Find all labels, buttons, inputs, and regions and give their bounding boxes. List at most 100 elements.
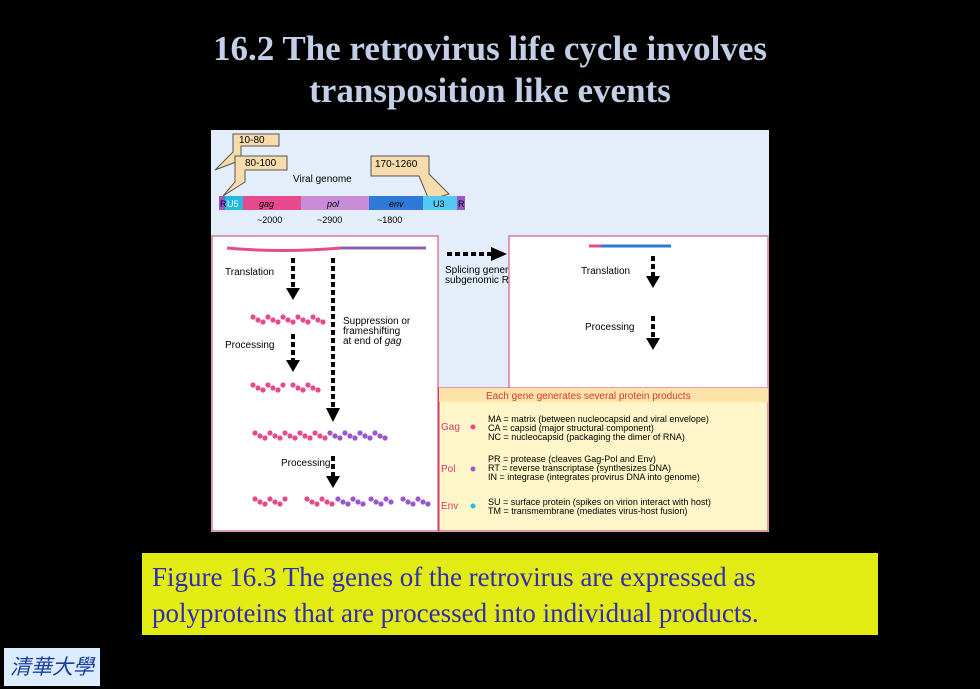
gag-pol-polyprotein-bead [327,430,333,436]
segment-u5 [225,196,243,210]
genome-gag-label: gag [259,199,274,209]
gag-product-bead [314,501,320,507]
left-arrow-processing-2 [326,476,340,488]
suppression-line-3: at end of gag [343,336,402,347]
genome-r-right-label: R [458,199,465,209]
gag-pol-polyprotein-bead [362,433,368,439]
gag-polyprotein-bead [290,319,296,325]
gag-pol-polyprotein-bead [277,435,283,441]
gag-product-bead [272,499,278,505]
suppression-line-2: frameshifting [343,326,400,337]
gag-pol-polyprotein-bead [322,435,328,441]
gag-product-bead [282,496,288,502]
gag-product-bead [252,496,258,502]
gag-product-bead [329,501,335,507]
right-panel [508,235,769,389]
legend-pol-line-1: PR = protease (cleaves Gag-Pol and Env) [488,454,656,464]
figure-caption: Figure 16.3 The genes of the retrovirus … [142,553,878,635]
legend-env-dot [470,503,476,509]
left-arrow-frameshift [326,408,340,422]
gag-product-bead [257,499,263,505]
gag-pol-polyprotein-bead [352,435,358,441]
viral-genome-label: Viral genome [293,174,352,185]
segment-pol [301,196,369,210]
size-gag: ~2000 [257,215,282,225]
legend-gag-dot [470,424,476,430]
gag-product-bead [250,382,256,388]
size-pol: ~2900 [317,215,342,225]
legend-pol-line-2: RT = reverse transcriptase (synthesizes … [488,463,671,473]
right-processing-label: Processing [585,322,634,333]
pol-product-bead [415,496,421,502]
gag-product-bead [262,501,268,507]
gag-product-bead [265,382,271,388]
gag-polyprotein-bead [315,317,321,323]
segment-r-right [457,196,465,210]
legend-pol-name: Pol [441,464,455,475]
legend-header: Each gene generates several protein prod… [486,391,691,402]
pol-product-bead [383,496,389,502]
genome-env-label: env [389,199,404,209]
gag-pol-polyprotein-bead [317,433,323,439]
gag-polyprotein-bead [265,314,271,320]
full-rna [226,246,426,252]
splicing-line-1: Splicing generates [445,265,527,276]
gag-polyprotein-bead [260,319,266,325]
segment-gag [243,196,301,210]
gag-pol-polyprotein-bead [377,433,383,439]
pol-product-bead [378,501,384,507]
right-translation-label: Translation [581,266,630,277]
gag-pol-polyprotein-bead [287,433,293,439]
gag-pol-polyprotein-bead [357,430,363,436]
left-translation-label: Translation [225,267,274,278]
gag-pol-polyprotein-bead [367,435,373,441]
suppression-line-1: Suppression or [343,316,411,327]
gag-product-bead [300,387,306,393]
gag-product-bead [309,499,315,505]
size-env: ~1800 [377,215,402,225]
pol-product-bead [335,496,341,502]
pol-product-bead [420,499,426,505]
pol-product-bead [360,501,366,507]
gag-pol-polyprotein-bead [302,433,308,439]
gag-product-bead [315,387,321,393]
legend-gag-line-1: MA = matrix (between nucleocapsid and vi… [488,414,709,424]
genome-pol-label: pol [326,199,340,209]
gag-polyprotein-bead [310,314,316,320]
caption-line-1: Figure 16.3 The genes of the retrovirus … [152,562,756,592]
legend-env-line-1: SU = surface protein (spikes on virion i… [488,497,711,507]
title-line-2: transposition like events [309,71,671,110]
slide-title: 16.2 The retrovirus life cycle involves … [0,28,980,112]
pol-product-bead [405,499,411,505]
gag-product-bead [255,385,261,391]
genome-u5-label: U5 [227,199,239,209]
gag-product-bead [310,385,316,391]
gag-pol-polyprotein-bead [262,435,268,441]
gag-product-bead [324,499,330,505]
pol-product-bead [410,501,416,507]
gag-product-bead [305,382,311,388]
segment-u3 [423,196,457,210]
diagram-svg: 10-80 80-100 170-1260 Viral genome R U5 … [211,133,769,532]
gag-pol-polyprotein-bead [282,430,288,436]
gag-polyprotein-bead [280,314,286,320]
gag-polyprotein-bead [255,317,261,323]
gag-pol-polyprotein-bead [332,433,338,439]
gag-pol-polyprotein-bead [372,430,378,436]
legend-pol-line-3: IN = integrase (integrates provirus DNA … [488,472,700,482]
segment-env [369,196,423,210]
pol-product-bead [368,496,374,502]
legend-env-name: Env [441,501,458,512]
gag-polyprotein-bead [305,319,311,325]
gag-pol-polyprotein-bead [342,430,348,436]
gag-product-bead [270,385,276,391]
pol-product-bead [373,499,379,505]
gag-pol-polyprotein-bead [337,435,343,441]
legend-pol-dot [470,466,476,472]
figure-diagram: 10-80 80-100 170-1260 Viral genome R U5 … [211,130,769,532]
gag-polyprotein-bead [270,317,276,323]
pol-product-bead [345,501,351,507]
gag-polyprotein-bead [320,319,326,325]
arrow-label-170-1260: 170-1260 [375,159,418,170]
left-arrow-translation [286,288,300,300]
